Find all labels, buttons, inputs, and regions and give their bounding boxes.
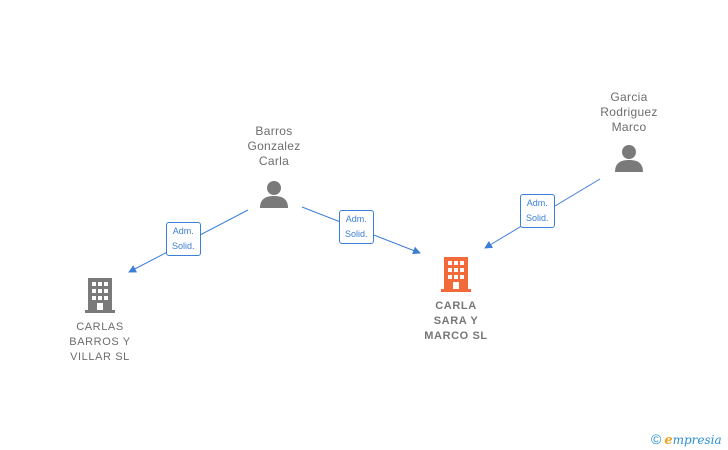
company-name-carla-sara: CARLA SARA Y MARCO SL bbox=[424, 300, 488, 342]
building-icon bbox=[85, 278, 115, 313]
person-node-barros[interactable]: Barros Gonzalez Carla bbox=[234, 124, 314, 214]
company-name-carlas: CARLAS BARROS Y VILLAR SL bbox=[69, 321, 131, 363]
company-node-carlas[interactable]: CARLAS BARROS Y VILLAR SL bbox=[52, 277, 148, 365]
person-icon bbox=[615, 145, 643, 172]
building-icon bbox=[441, 257, 471, 292]
person-node-garcia[interactable]: Garcia Rodriguez Marco bbox=[586, 90, 672, 178]
edge-label-barros-carla-sara[interactable]: Adm. Solid. bbox=[339, 210, 374, 244]
brand-logo[interactable]: ©empresia bbox=[651, 431, 722, 448]
copyright-icon: © bbox=[651, 431, 662, 447]
edge-label-garcia-carla-sara[interactable]: Adm. Solid. bbox=[520, 194, 555, 228]
company-node-carla-sara[interactable]: CARLA SARA Y MARCO SL bbox=[408, 256, 504, 344]
edge-label-barros-carlas[interactable]: Adm. Solid. bbox=[166, 222, 201, 256]
person-name-garcia: Garcia Rodriguez Marco bbox=[600, 90, 658, 134]
person-name-barros: Barros Gonzalez Carla bbox=[247, 124, 301, 168]
person-icon bbox=[260, 181, 288, 208]
